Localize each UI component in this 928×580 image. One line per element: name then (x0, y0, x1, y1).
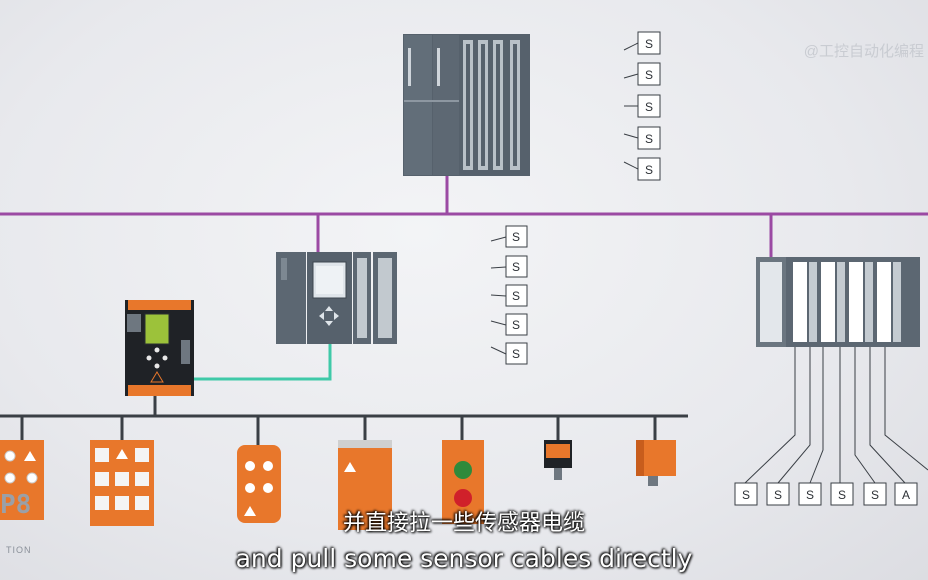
sensor-label: S (645, 100, 653, 114)
sensor-label: S (742, 488, 750, 502)
sensor-group-main (623, 42, 639, 170)
sensor-label: S (871, 488, 879, 502)
sensor-label: S (512, 230, 520, 244)
sensor-label: S (774, 488, 782, 502)
sensor-label: S (512, 260, 520, 274)
sensor-group-middle (490, 236, 507, 355)
remote-io-rack[interactable] (756, 257, 920, 347)
sensor-boxes-remote: S S S S S A (734, 482, 918, 506)
field-device-push-button-box[interactable] (442, 440, 484, 524)
field-device-photo-sensor[interactable] (636, 440, 676, 486)
purple-bus (0, 175, 928, 257)
field-device-power-supply[interactable] (338, 440, 392, 530)
sensor-label: S (645, 132, 653, 146)
sensor-label: S (645, 163, 653, 177)
subtitle-english: and pull some sensor cables directly (235, 544, 693, 573)
sensor-boxes-main: S S S S S (637, 31, 661, 181)
sensor-boxes-middle: S S S S S (505, 225, 528, 365)
middle-plc[interactable] (276, 252, 397, 344)
remote-io-cables (744, 347, 928, 484)
analog-label: A (902, 488, 910, 502)
main-plc-rack[interactable] (403, 34, 530, 176)
field-device-io-module-left[interactable] (0, 440, 44, 520)
sensor-label: S (512, 289, 520, 303)
iolink-gateway[interactable] (125, 300, 194, 396)
sensor-label: S (512, 347, 520, 361)
field-bus (0, 396, 688, 445)
sensor-label: S (645, 68, 653, 82)
green-link (194, 344, 332, 381)
field-device-io-module-8port[interactable] (90, 440, 154, 526)
subtitle-chinese: 并直接拉一些传感器电缆 (342, 511, 585, 536)
sensor-label: S (806, 488, 814, 502)
brand-caption: TION (6, 545, 32, 555)
sensor-label: S (512, 318, 520, 332)
field-device-hub[interactable] (237, 445, 281, 523)
watermark: @工控自动化编程 (803, 43, 924, 60)
sensor-label: S (838, 488, 846, 502)
brand-logo: P8 (0, 490, 32, 520)
sensor-label: S (645, 37, 653, 51)
field-device-sensor-small[interactable] (544, 440, 572, 480)
